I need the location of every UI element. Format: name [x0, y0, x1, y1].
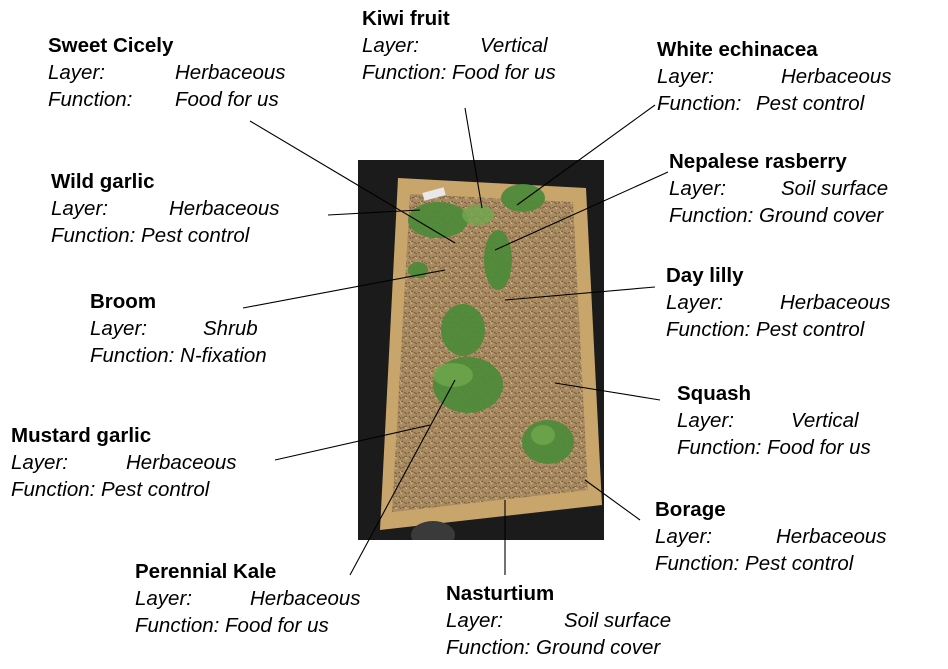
layer-key: Layer:: [90, 315, 203, 342]
label-nepalese-rasberry: Nepalese rasberry Layer:Soil surface Fun…: [669, 148, 888, 229]
layer-key: Layer:: [677, 407, 791, 434]
plant-name: Broom: [90, 288, 267, 315]
function-value: Ground cover: [759, 204, 883, 227]
plant-name: Day lilly: [666, 262, 891, 289]
layer-value: Herbaceous: [175, 61, 286, 84]
layer-value: Soil surface: [564, 609, 671, 632]
function-key: Function:: [446, 634, 530, 661]
function-value: Pest control: [141, 224, 249, 247]
function-key: Function:: [51, 222, 135, 249]
layer-value: Herbaceous: [781, 65, 892, 88]
label-wild-garlic: Wild garlic Layer:Herbaceous Function: P…: [51, 168, 280, 249]
label-white-echinacea: White echinacea Layer:Herbaceous Functio…: [657, 36, 892, 117]
plant-name: Nepalese rasberry: [669, 148, 888, 175]
plant-name: Mustard garlic: [11, 422, 237, 449]
function-value: Pest control: [101, 478, 209, 501]
layer-value: Herbaceous: [169, 197, 280, 220]
plant-name: Borage: [655, 496, 887, 523]
layer-key: Layer:: [48, 59, 175, 86]
function-key: Function:: [90, 342, 174, 369]
layer-key: Layer:: [657, 63, 781, 90]
layer-key: Layer:: [11, 449, 126, 476]
layer-key: Layer:: [655, 523, 776, 550]
function-key: Function:: [135, 612, 219, 639]
layer-key: Layer:: [362, 32, 480, 59]
function-key: Function:: [657, 90, 756, 117]
function-key: Function:: [362, 59, 446, 86]
label-perennial-kale: Perennial Kale Layer:Herbaceous Function…: [135, 558, 361, 639]
layer-key: Layer:: [135, 585, 250, 612]
layer-value: Herbaceous: [776, 525, 887, 548]
plant-name: Sweet Cicely: [48, 32, 286, 59]
label-borage: Borage Layer:Herbaceous Function: Pest c…: [655, 496, 887, 577]
layer-value: Soil surface: [781, 177, 888, 200]
layer-value: Herbaceous: [780, 291, 891, 314]
label-broom: Broom Layer:Shrub Function: N-fixation: [90, 288, 267, 369]
function-value: Food for us: [767, 436, 871, 459]
function-key: Function:: [666, 316, 750, 343]
function-value: Food for us: [452, 61, 556, 84]
function-value: Pest control: [756, 92, 864, 115]
function-key: Function:: [677, 434, 761, 461]
layer-key: Layer:: [446, 607, 564, 634]
layer-key: Layer:: [669, 175, 781, 202]
plant-name: Kiwi fruit: [362, 5, 556, 32]
label-nasturtium: Nasturtium Layer:Soil surface Function: …: [446, 580, 671, 661]
layer-key: Layer:: [666, 289, 780, 316]
function-value: Ground cover: [536, 636, 660, 659]
garden-bed-photo: [358, 160, 604, 540]
label-mustard-garlic: Mustard garlic Layer:Herbaceous Function…: [11, 422, 237, 503]
function-value: Food for us: [175, 88, 279, 111]
plant-name: Squash: [677, 380, 871, 407]
function-key: Function:: [11, 476, 95, 503]
label-squash: Squash Layer:Vertical Function: Food for…: [677, 380, 871, 461]
function-value: Food for us: [225, 614, 329, 637]
plant-name: Wild garlic: [51, 168, 280, 195]
plant-name: White echinacea: [657, 36, 892, 63]
plant-name: Nasturtium: [446, 580, 671, 607]
plant-name: Perennial Kale: [135, 558, 361, 585]
function-key: Function:: [669, 202, 753, 229]
function-value: N-fixation: [180, 344, 267, 367]
function-value: Pest control: [745, 552, 853, 575]
label-day-lilly: Day lilly Layer:Herbaceous Function: Pes…: [666, 262, 891, 343]
layer-value: Herbaceous: [250, 587, 361, 610]
function-key: Function:: [655, 550, 739, 577]
layer-value: Vertical: [791, 409, 859, 432]
label-kiwi-fruit: Kiwi fruit Layer:Vertical Function: Food…: [362, 5, 556, 86]
label-sweet-cicely: Sweet Cicely Layer:Herbaceous Function:F…: [48, 32, 286, 113]
layer-value: Shrub: [203, 317, 258, 340]
function-value: Pest control: [756, 318, 864, 341]
raised-bed-image: [358, 160, 604, 540]
layer-value: Vertical: [480, 34, 548, 57]
function-key: Function:: [48, 86, 175, 113]
layer-key: Layer:: [51, 195, 169, 222]
layer-value: Herbaceous: [126, 451, 237, 474]
